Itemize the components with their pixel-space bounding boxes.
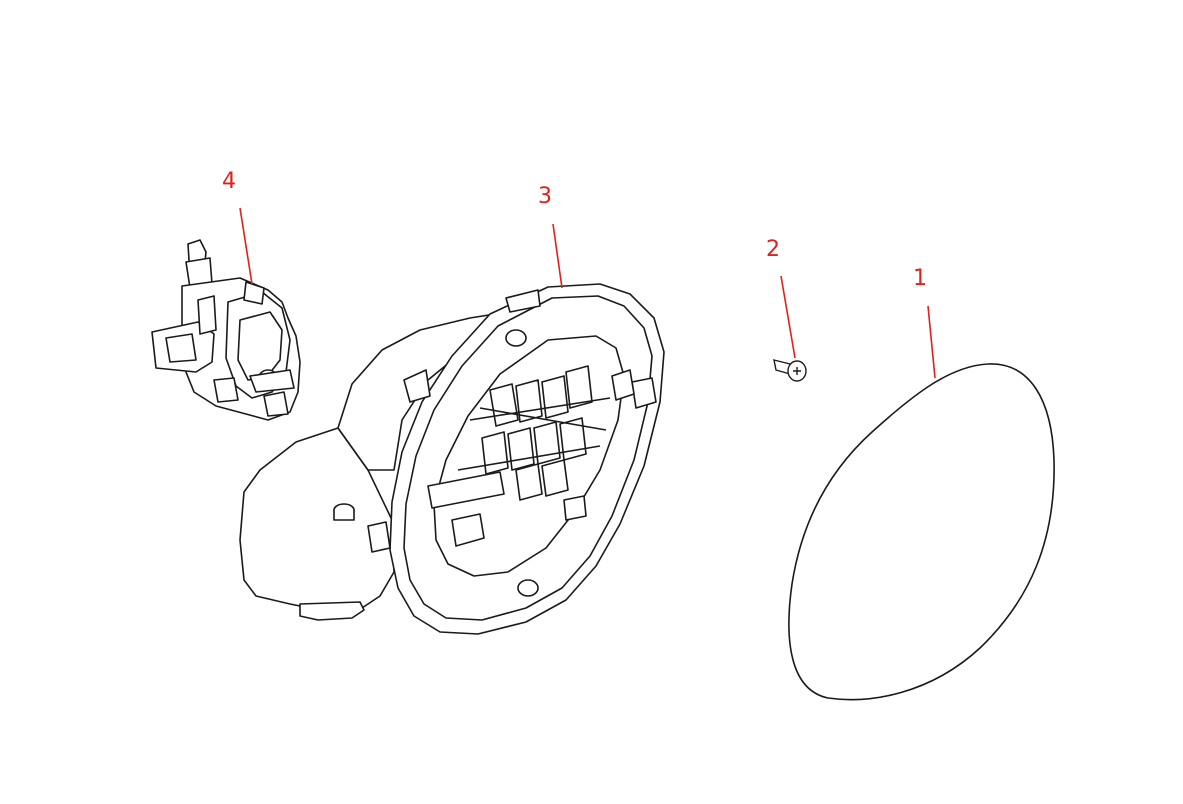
callout-3: 3 xyxy=(538,184,552,209)
callout-1: 1 xyxy=(913,266,927,291)
leader-line-4 xyxy=(239,207,253,285)
leader-lines xyxy=(239,207,936,379)
leader-line-3 xyxy=(552,223,563,289)
leader-line-2 xyxy=(780,275,796,359)
screw-part xyxy=(773,359,807,382)
actuator-part xyxy=(151,239,301,421)
callout-4: 4 xyxy=(222,169,236,194)
callout-2: 2 xyxy=(766,237,780,262)
filler-door-part xyxy=(788,363,1055,701)
housing-part xyxy=(239,283,665,635)
leader-line-1 xyxy=(927,305,936,379)
